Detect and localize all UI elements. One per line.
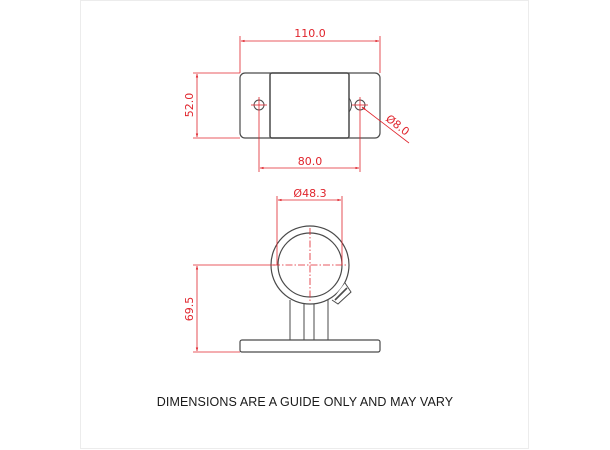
dim-label-69-5: 69.5 — [183, 297, 196, 322]
dim-overall-width — [193, 72, 240, 139]
dim-tube-diameter — [276, 196, 343, 265]
dim-hole-centers — [258, 113, 361, 172]
set-screw-bump — [348, 97, 352, 113]
dim-label-110: 110.0 — [294, 27, 326, 40]
dim-label-tube-diameter: Ø48.3 — [293, 187, 326, 200]
drawing-frame — [80, 0, 529, 449]
clamp-body-outline — [269, 72, 350, 139]
dim-label-80: 80.0 — [298, 155, 323, 168]
hole-crosshairs — [251, 97, 368, 113]
front-view: Ø48.3 69.5 — [183, 187, 381, 353]
dim-centre-height — [193, 264, 275, 353]
dim-label-52: 52.0 — [183, 93, 196, 118]
base-plate-side — [239, 339, 381, 353]
disclaimer-note: DIMENSIONS ARE A GUIDE ONLY AND MAY VARY — [156, 395, 454, 409]
stem-outline — [289, 300, 329, 340]
dim-hole-diameter-leader — [361, 106, 410, 144]
top-view: 110.0 52.0 80.0 Ø8.0 — [183, 27, 412, 172]
base-plate-outline — [239, 72, 381, 139]
dim-overall-length — [239, 36, 381, 73]
